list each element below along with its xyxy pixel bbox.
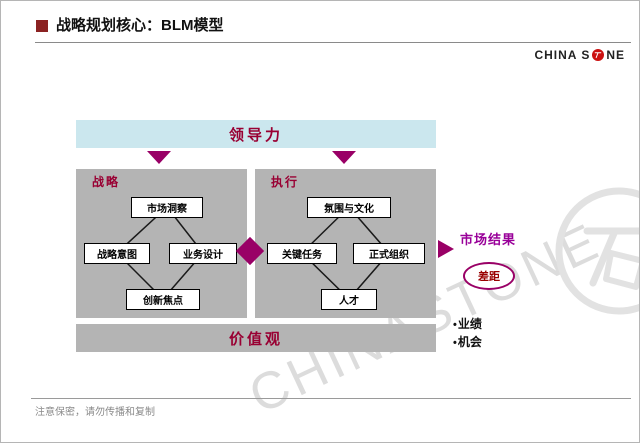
logo-text-left: CHINA S — [534, 48, 591, 62]
logo-text-right: NE — [606, 48, 625, 62]
down-triangle-icon — [147, 151, 171, 164]
list-item: 机会 — [453, 334, 482, 352]
right-arrow-icon — [438, 240, 454, 258]
node-market-insight: 市场洞察 — [131, 197, 203, 218]
execution-panel-label: 执行 — [271, 175, 300, 189]
stone-seal-icon — [592, 49, 605, 61]
leadership-label: 领导力 — [228, 126, 283, 144]
node-formal-organization: 正式组织 — [353, 243, 425, 264]
list-item: 业绩 — [453, 316, 482, 334]
strategy-panel-label: 战略 — [92, 175, 121, 189]
node-business-design: 业务设计 — [169, 243, 237, 264]
market-result-label: 市场结果 — [460, 232, 517, 247]
title-divider — [35, 42, 631, 43]
gap-badge: 差距 — [463, 262, 515, 290]
node-talent: 人才 — [321, 289, 377, 310]
footer-divider — [31, 398, 631, 399]
node-strategic-intent: 战略意图 — [84, 243, 150, 264]
node-innovation-focus: 创新焦点 — [126, 289, 200, 310]
strategy-panel: 战略 市场洞察 战略意图 业务设计 创新焦点 — [76, 169, 247, 318]
node-key-tasks: 关键任务 — [267, 243, 337, 264]
title-bullet-square — [36, 20, 48, 32]
leadership-bar: 领导力 — [76, 120, 436, 148]
china-stone-logo: CHINA S NE — [534, 48, 625, 62]
watermark-stone-seal-icon — [549, 181, 639, 321]
confidentiality-notice: 注意保密，请勿传播和复制 — [35, 407, 155, 418]
execution-panel: 执行 氛围与文化 关键任务 正式组织 人才 — [255, 169, 436, 318]
result-bullet-list: 业绩 机会 — [453, 316, 482, 352]
values-bar: 价值观 — [76, 324, 436, 352]
values-label: 价值观 — [228, 330, 283, 348]
down-triangle-icon — [332, 151, 356, 164]
node-climate-culture: 氛围与文化 — [307, 197, 391, 218]
page-title: 战略规划核心：BLM模型 — [56, 17, 224, 34]
